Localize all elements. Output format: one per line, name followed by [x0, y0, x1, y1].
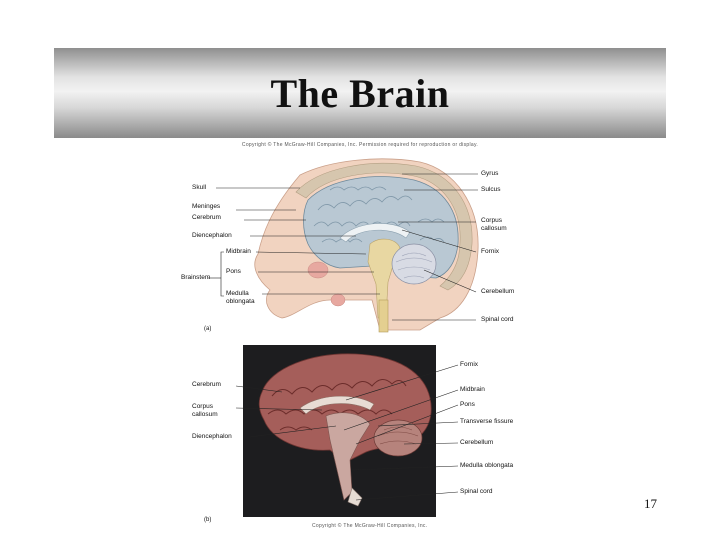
label-cerebrum-b: Cerebrum [192, 381, 221, 388]
label-cerebellum-a: Cerebellum [481, 288, 515, 295]
label-skull: Skull [192, 184, 207, 191]
leader-lines-panel-b [235, 364, 459, 501]
panel-tag-b: (b) [204, 517, 212, 523]
label-pons-a: Pons [226, 268, 241, 275]
label-transverse-fissure: Transverse fissure [460, 418, 514, 425]
label-midbrain-b: Midbrain [460, 386, 485, 393]
leader-lines-panel-a [208, 173, 478, 321]
label-brainstem: Brainstem [181, 274, 211, 281]
label-diencephalon-b: Diencephalon [192, 433, 232, 440]
label-fornix-a: Fornix [481, 248, 500, 255]
label-cerebrum-a: Cerebrum [192, 214, 221, 221]
label-sulcus: Sulcus [481, 186, 501, 193]
label-spinal-cord-b: Spinal cord [460, 488, 493, 495]
label-meninges: Meninges [192, 203, 221, 210]
label-spinal-cord-a: Spinal cord [481, 316, 514, 323]
label-pons-b: Pons [460, 401, 475, 408]
copyright-notice-top: Copyright © The McGraw-Hill Companies, I… [241, 142, 479, 148]
copyright-notice-bottom: Copyright © The McGraw-Hill Companies, I… [312, 523, 428, 529]
label-gyrus: Gyrus [481, 170, 499, 177]
page-number: 17 [644, 496, 657, 511]
label-fornix-b: Fornix [460, 361, 479, 368]
label-midbrain-a: Midbrain [226, 248, 251, 255]
photo-sagittal-brain [243, 345, 436, 517]
label-corpus-callosum-a-line2: callosum [481, 225, 507, 232]
label-corpus-callosum-a-line1: Corpus [481, 217, 502, 224]
title-banner [54, 48, 666, 138]
label-medulla-a-line2: oblongata [226, 298, 255, 305]
label-medulla-a-line1: Medulla [226, 290, 249, 297]
label-corpus-callosum-b-line1: Corpus [192, 403, 213, 410]
panel-tag-a: (a) [204, 326, 212, 332]
label-medulla-b: Medulla oblongata [460, 462, 514, 469]
slide-title: The Brain [270, 71, 450, 116]
illustration-sagittal-brain [254, 158, 479, 333]
label-diencephalon-a: Diencephalon [192, 232, 232, 239]
label-cerebellum-b: Cerebellum [460, 439, 494, 446]
label-corpus-callosum-b-line2: callosum [192, 411, 218, 418]
